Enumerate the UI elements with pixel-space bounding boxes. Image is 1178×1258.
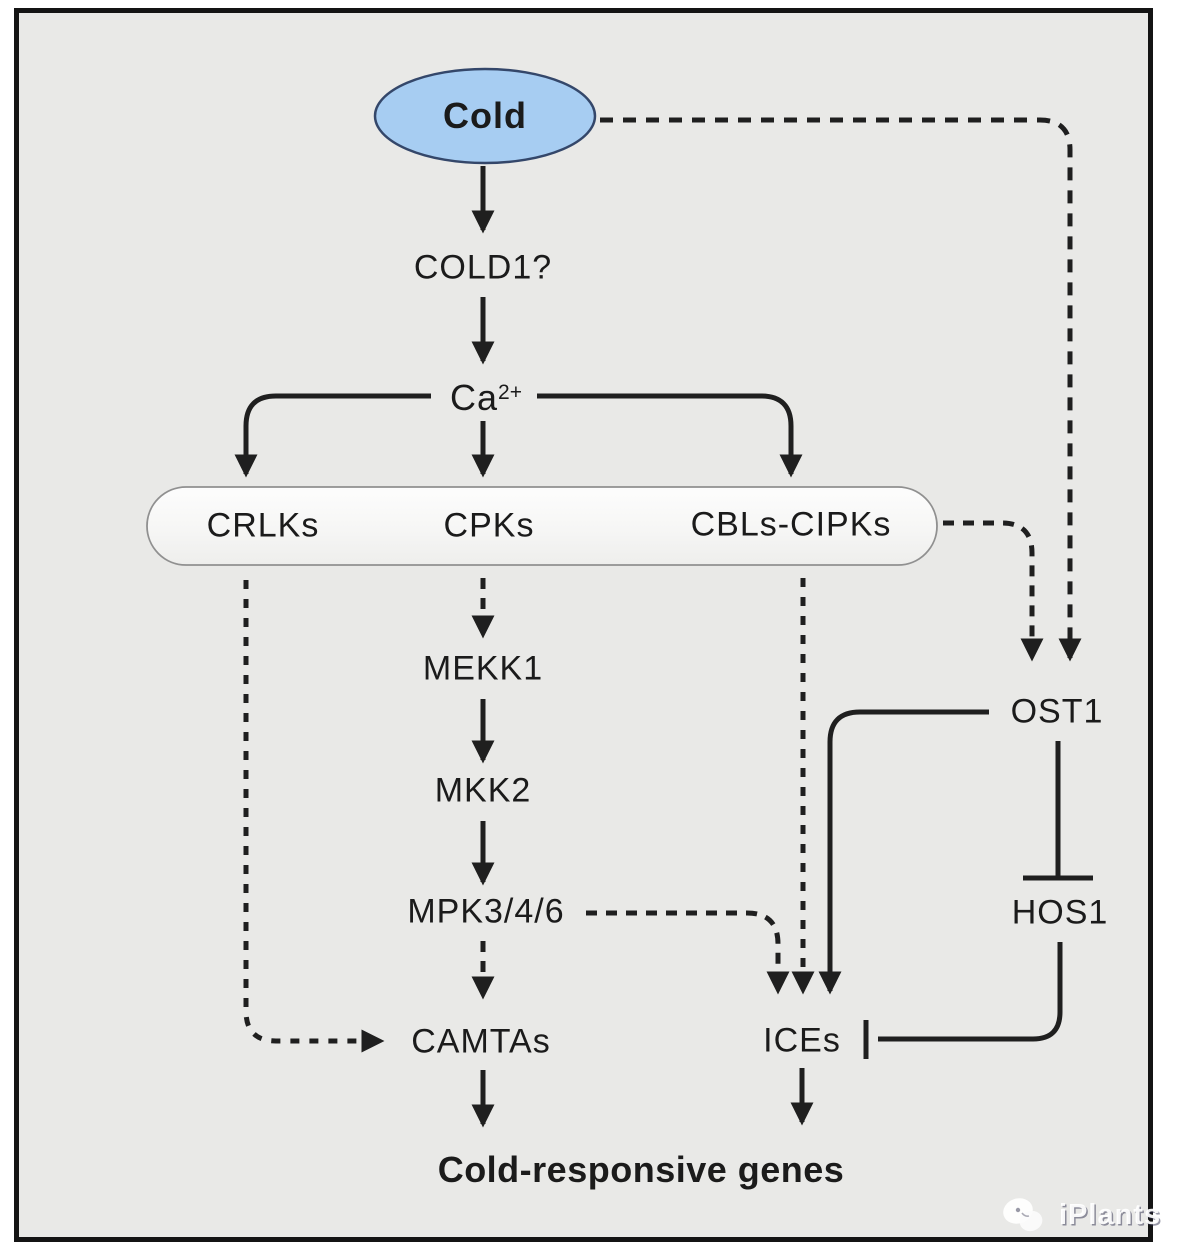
watermark-text: iPlants	[1059, 1198, 1162, 1231]
edge-ca-to-crlks	[234, 393, 431, 478]
node-label-cpks: CPKs	[443, 506, 535, 545]
node-label-cold: Cold	[443, 95, 527, 136]
edge-ca-to-cbls-cipks	[537, 393, 803, 478]
node-label-mkk2: MKK2	[434, 771, 532, 810]
node-label-crlks: CRLKs	[206, 506, 320, 545]
edge-mpk346-to-ices	[586, 910, 790, 995]
watermark: iPlants	[998, 1192, 1161, 1238]
edge-cbls-cipks-to-ost1	[943, 520, 1044, 662]
node-label-ost1: OST1	[1010, 692, 1104, 731]
figure-frame	[14, 8, 1153, 1242]
node-label-cold-responsive-genes: Cold-responsive genes	[437, 1149, 845, 1190]
ca-superscript: 2+	[498, 381, 522, 404]
edge-crlks-to-camtas	[243, 580, 385, 1053]
iplants-logo-icon	[1003, 1198, 1043, 1232]
node-label-ca: Ca2+	[450, 377, 522, 419]
edge-ost1-to-ices	[818, 709, 989, 995]
cold-ellipse	[373, 67, 597, 165]
node-label-cold1: COLD1?	[413, 248, 553, 287]
node-label-mekk1: MEKK1	[422, 649, 544, 688]
node-label-ices: ICEs	[763, 1021, 841, 1060]
node-label-cbls-cipks: CBLs-CIPKs	[690, 505, 892, 544]
edge-cold-to-ost1	[600, 117, 1082, 662]
node-label-mpk346: MPK3/4/6	[407, 892, 565, 931]
node-label-hos1: HOS1	[1011, 893, 1109, 932]
edge-hos1-inhibits-ices	[878, 942, 1063, 1042]
node-label-camtas: CAMTAs	[411, 1022, 551, 1061]
calcium-sensor-box	[146, 486, 938, 566]
ca-base-text: Ca	[450, 377, 499, 418]
